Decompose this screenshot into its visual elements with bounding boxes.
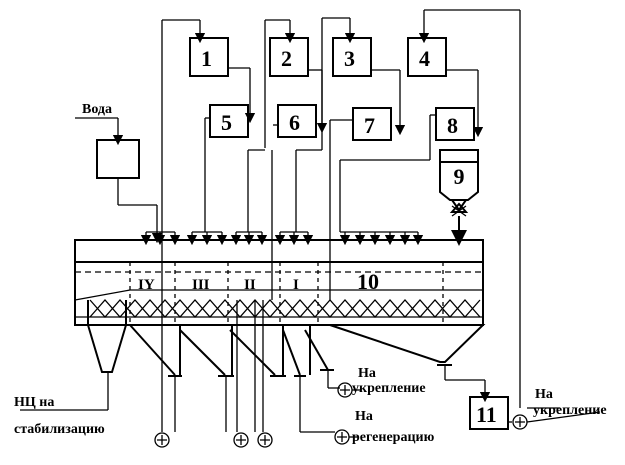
- section-label-iii: III: [192, 277, 210, 293]
- to-strengthening-2-line2: укрепление: [533, 403, 607, 418]
- discharge-funnels: [129, 324, 452, 377]
- unit-5-label: 5: [221, 110, 232, 135]
- left-hopper: [86, 300, 128, 373]
- unit-1-box: [189, 37, 229, 77]
- water-tank: [75, 117, 163, 244]
- unit-8-label: 8: [447, 113, 458, 138]
- section-label-i: I: [293, 277, 299, 293]
- to-strengthening-1-line1: На: [358, 366, 376, 381]
- unit-4-label: 4: [419, 46, 430, 71]
- unit-3-label: 3: [344, 46, 355, 71]
- pump-icons: [154, 382, 528, 448]
- to-strengthening-2-line1: На: [535, 387, 553, 402]
- unit-5-box: [209, 104, 249, 138]
- unit-6-box: [277, 104, 317, 138]
- bottom-hopper: [329, 324, 486, 363]
- unit-10-label: 10: [357, 269, 379, 294]
- unit-11-label: 11: [476, 402, 497, 427]
- distributors: [140, 231, 424, 246]
- unit-7-label: 7: [364, 113, 375, 138]
- section-label-iy: IY: [138, 277, 155, 293]
- to-regeneration-line2: регенерацию: [352, 430, 435, 445]
- unit-9-feeder: [439, 149, 479, 246]
- unit-6-label: 6: [289, 110, 300, 135]
- main-column: [74, 239, 484, 326]
- unit-11-box: [469, 396, 509, 430]
- connections: [161, 9, 521, 433]
- to-regeneration-line1: На: [355, 409, 373, 424]
- water-label: Вода: [82, 102, 112, 117]
- unit-9-label: 9: [454, 164, 465, 189]
- to-strengthening-1-line2: укрепление: [352, 381, 426, 396]
- nc-line2: стабилизацию: [14, 422, 105, 437]
- unit-7-box: [352, 107, 392, 141]
- unit-8-box: [435, 107, 475, 141]
- section-label-ii: II: [244, 277, 256, 293]
- nc-line1: НЦ на: [14, 395, 54, 410]
- unit-2-label: 2: [281, 46, 292, 71]
- unit-1-label: 1: [201, 46, 212, 71]
